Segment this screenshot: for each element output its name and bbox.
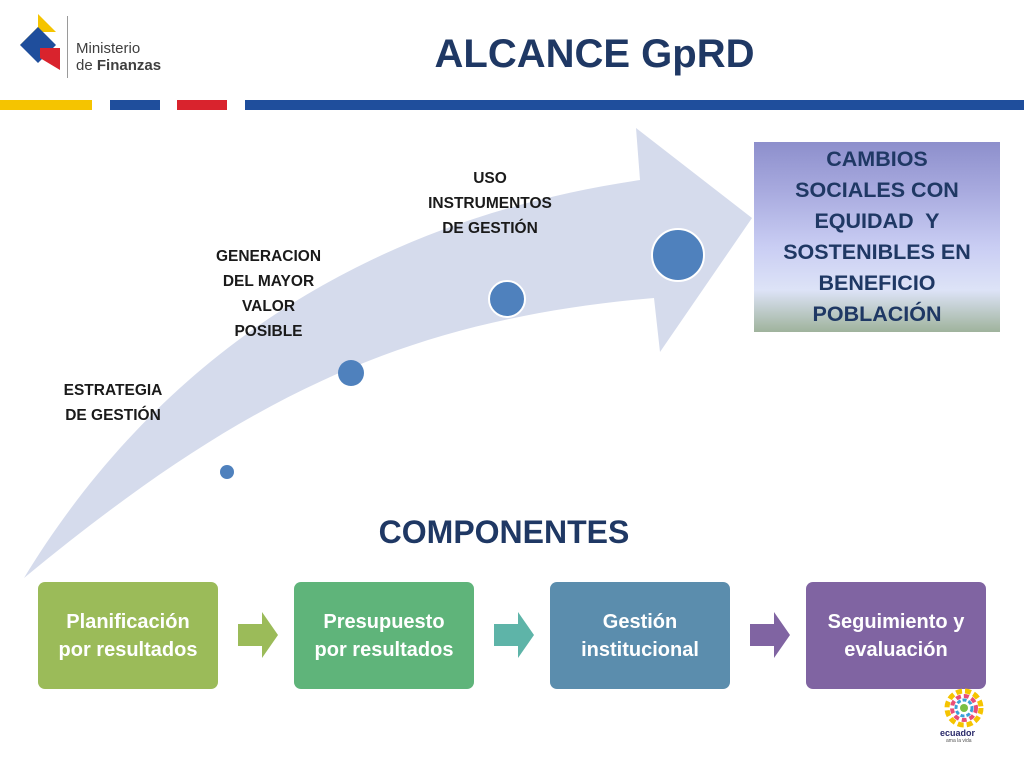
stage-1-line-2: DE GESTIÓN xyxy=(65,407,161,424)
logo-line-1: Ministerio xyxy=(76,40,141,57)
outcome-line-6: POBLACIÓN xyxy=(812,302,942,326)
component-seguimiento: Seguimiento y evaluación xyxy=(806,582,986,689)
outcome-line-4: SOSTENIBLES EN xyxy=(783,240,971,264)
stage-2-line-1: GENERACION xyxy=(215,248,322,265)
flow-arrow-3-icon xyxy=(750,612,790,658)
outcome-box: CAMBIOS SOCIALES CON EQUIDAD Y SOSTENIBL… xyxy=(754,142,1000,332)
stage-1-line-1: ESTRATEGIA xyxy=(63,382,163,399)
stage-dot-3 xyxy=(488,280,526,318)
stage-label-estrategia: ESTRATEGIA DE GESTIÓN xyxy=(48,378,178,428)
outcome-line-3: EQUIDAD Y xyxy=(814,209,940,233)
component-3-line-2: institucional xyxy=(581,638,699,661)
slide-title: ALCANCE GpRD xyxy=(434,32,755,76)
flow-arrow-2-icon xyxy=(494,612,534,658)
header-stripe-blue-short xyxy=(110,100,160,110)
component-1-line-1: Planificación xyxy=(66,610,190,633)
component-4-line-2: evaluación xyxy=(844,638,948,661)
component-2-line-1: Presupuesto xyxy=(323,610,445,633)
logo-divider xyxy=(67,16,68,78)
components-title: COMPONENTES xyxy=(378,514,630,550)
logo-line-2-prefix: de xyxy=(76,57,97,74)
logo-line-2: de Finanzas xyxy=(76,57,161,74)
component-2-line-2: por resultados xyxy=(314,638,454,661)
component-presupuesto: Presupuesto por resultados xyxy=(294,582,474,689)
progress-arrow-shape xyxy=(24,128,752,578)
stage-3-line-3: DE GESTIÓN xyxy=(442,220,538,237)
outcome-line-2: SOCIALES CON xyxy=(795,178,959,202)
ecuador-logo: ecuador ama la vida xyxy=(936,688,992,744)
component-planificacion: Planificación por resultados xyxy=(38,582,218,689)
ministerio-finanzas-logo: Ministerio de Finanzas xyxy=(18,12,168,82)
component-4-line-1: Seguimiento y xyxy=(827,610,965,633)
outcome-line-1: CAMBIOS xyxy=(826,147,928,171)
ministerio-emblem-icon xyxy=(20,14,60,70)
outcome-line-5: BENEFICIO xyxy=(818,271,936,295)
ecuador-brand-text: ecuador xyxy=(940,728,976,738)
stage-3-line-1: USO xyxy=(473,170,507,187)
outcome-text: CAMBIOS SOCIALES CON EQUIDAD Y SOSTENIBL… xyxy=(783,144,971,330)
stage-dot-2 xyxy=(338,360,364,386)
stage-2-line-4: POSIBLE xyxy=(234,323,303,340)
ecuador-sun-icon xyxy=(944,688,984,728)
logo-line-2-bold: Finanzas xyxy=(96,57,162,74)
logo-text: Ministerio de Finanzas xyxy=(76,40,161,74)
header-stripe-red xyxy=(177,100,227,110)
flow-arrow-1-icon xyxy=(238,612,278,658)
stage-2-line-3: VALOR xyxy=(241,298,296,315)
stage-3-line-2: INSTRUMENTOS xyxy=(428,195,552,212)
ecuador-tagline: ama la vida xyxy=(946,738,972,744)
header-stripe-blue-long xyxy=(245,100,1024,110)
stage-label-uso-instrumentos: USO INSTRUMENTOS DE GESTIÓN xyxy=(405,166,575,241)
component-3-line-1: Gestión xyxy=(602,610,678,633)
stage-2-line-2: DEL MAYOR xyxy=(222,273,315,290)
stage-label-generacion: GENERACION DEL MAYOR VALOR POSIBLE xyxy=(196,244,341,344)
stage-dot-1 xyxy=(220,465,234,479)
header-stripe-yellow xyxy=(0,100,92,110)
component-1-line-2: por resultados xyxy=(58,638,198,661)
stage-dot-4 xyxy=(651,228,705,282)
component-gestion-institucional: Gestión institucional xyxy=(550,582,730,689)
